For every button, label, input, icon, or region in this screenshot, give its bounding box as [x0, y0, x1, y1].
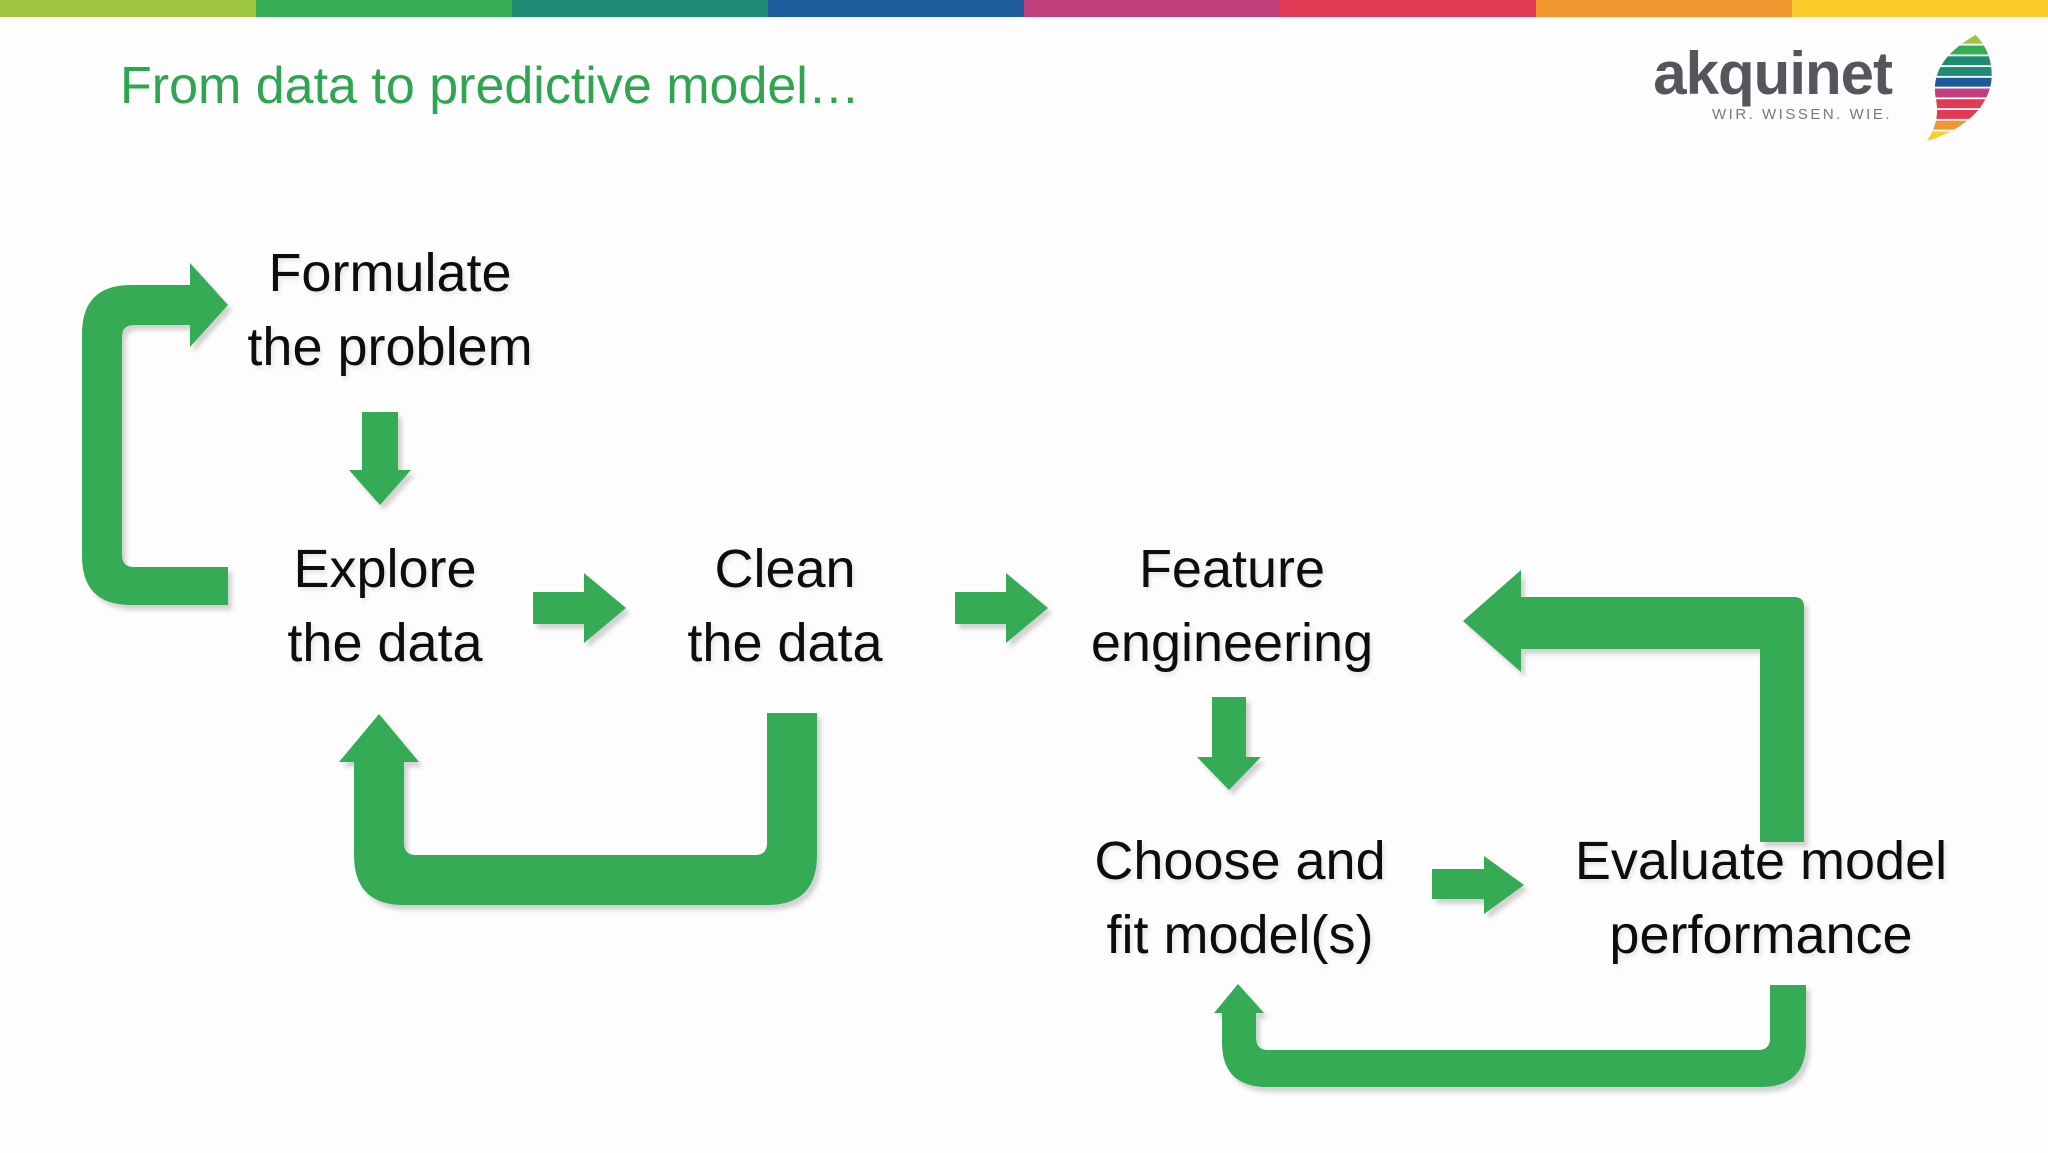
node-label-line: Evaluate model [1574, 831, 1948, 891]
logo-text-block: akquinet WIR. WISSEN. WIE. [1653, 40, 1893, 124]
arrow-right-choose-to-evaluate [1432, 856, 1524, 914]
node-explore-the-data: Explore the data [287, 532, 482, 680]
sail-stripe [1926, 120, 1992, 130]
arrow-right-explore-to-clean [533, 573, 626, 643]
node-label-line: the data [687, 613, 883, 673]
top-bar-segment [256, 0, 512, 17]
node-choose-and-fit-models: Choose and fit model(s) [1094, 824, 1385, 972]
node-label-line: the problem [247, 317, 533, 377]
node-clean-the-data: Clean the data [687, 532, 882, 680]
node-label-line: Formulate [268, 243, 512, 303]
sail-stripe [1926, 109, 1992, 119]
top-bar-segment [1280, 0, 1536, 17]
page-title: From data to predictive model… [120, 57, 860, 115]
sail-stripe [1926, 99, 1992, 109]
node-evaluate-model-performance: Evaluate model performance [1575, 824, 1947, 972]
sail-stripe [1926, 88, 1992, 98]
logo-tagline: WIR. WISSEN. WIE. [1712, 106, 1892, 123]
node-label-line: Feature [1138, 539, 1326, 599]
node-label-line: the data [287, 613, 483, 673]
arrow-loop-clean-to-explore [339, 713, 817, 905]
logo-sail-icon [1926, 34, 1992, 141]
node-label-line: Choose and [1094, 831, 1386, 891]
arrow-down-formulate-to-explore [349, 412, 411, 505]
node-feature-engineering: Feature engineering [1091, 532, 1373, 680]
top-bar-segment [0, 0, 256, 17]
arrow-right-clean-to-feature [955, 573, 1048, 643]
sail-stripe [1926, 45, 1992, 55]
sail-stripe [1926, 67, 1992, 76]
top-bar-segment [1792, 0, 2048, 17]
sail-stripe [1926, 56, 1992, 66]
arrow-down-feature-to-choose [1197, 697, 1261, 790]
top-bar-segment [768, 0, 1024, 17]
arrow-loop-explore-to-formulate [82, 263, 228, 605]
logo-wordmark: akquinet [1653, 40, 1893, 107]
arrow-loop-evaluate-to-feature [1463, 570, 1804, 842]
top-bar-segment [1536, 0, 1792, 17]
node-label-line: Clean [714, 539, 856, 599]
node-label-line: Explore [293, 539, 477, 599]
node-label-line: fit model(s) [1106, 905, 1374, 965]
arrow-loop-evaluate-to-choose [1214, 984, 1806, 1087]
node-label-line: performance [1609, 905, 1913, 965]
top-bar-segment [512, 0, 768, 17]
top-bar [0, 0, 2048, 17]
top-bar-segment [1024, 0, 1280, 17]
akquinet-logo: akquinet WIR. WISSEN. WIE. [1653, 34, 1992, 142]
sail-stripe [1926, 77, 1992, 87]
node-formulate-the-problem: Formulate the problem [247, 236, 532, 384]
node-label-line: engineering [1090, 613, 1374, 673]
